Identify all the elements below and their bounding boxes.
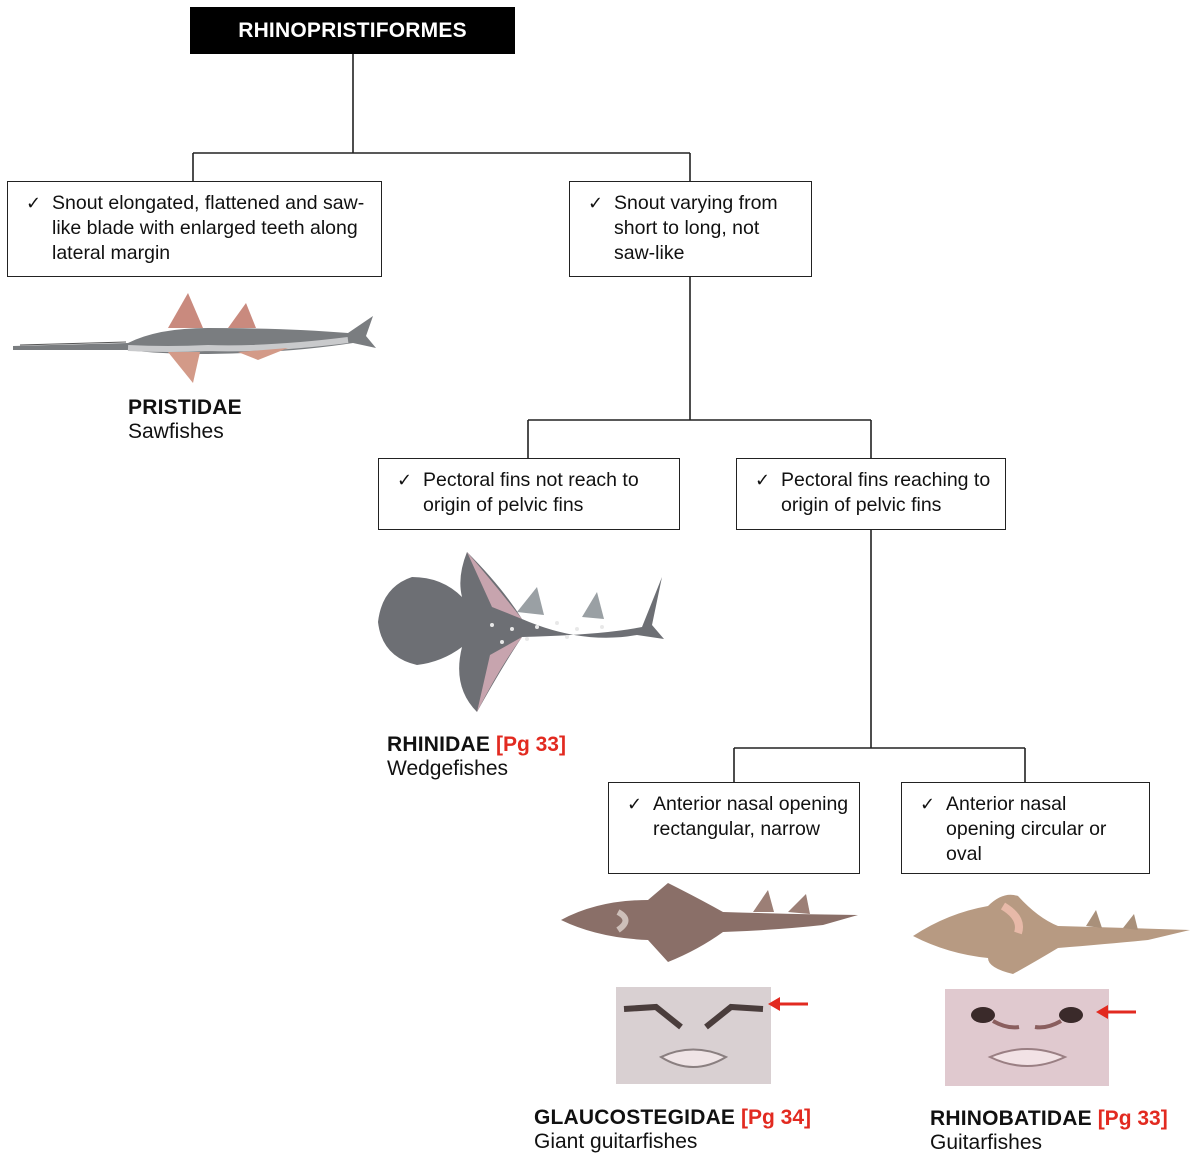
wedgefish-image xyxy=(378,552,664,712)
nasal-closeup-oval-image xyxy=(945,989,1109,1086)
criterion-not-saw: ✓ Snout varying from short to long, not … xyxy=(569,181,812,277)
page-reference-link[interactable]: [Pg 34] xyxy=(741,1106,812,1129)
arrow-left-icon xyxy=(768,997,808,1011)
arrow-left-icon xyxy=(1096,1005,1136,1019)
criterion-text: Pectoral fins not reach to origin of pel… xyxy=(423,469,639,516)
family-name: RHINIDAE xyxy=(387,733,491,756)
criterion-pectoral-reach: ✓ Pectoral fins reaching to origin of pe… xyxy=(736,458,1006,530)
sawfish-image xyxy=(13,293,376,383)
criterion-saw-snout: ✓ Snout elongated, flattened and saw-lik… xyxy=(7,181,382,277)
criterion-text: Anterior nasal opening circular or oval xyxy=(946,793,1107,865)
family-common-name: Guitarfishes xyxy=(930,1131,1043,1154)
check-icon: ✓ xyxy=(397,470,413,491)
criterion-pectoral-not-reach: ✓ Pectoral fins not reach to origin of p… xyxy=(378,458,680,530)
family-common-name: Wedgefishes xyxy=(387,757,509,780)
check-icon: ✓ xyxy=(26,193,42,214)
criterion-text: Snout elongated, flattened and saw-like … xyxy=(52,192,365,264)
giant-guitarfish-image xyxy=(561,883,858,962)
family-label-rhinidae: RHINIDAE [Pg 33] Wedgefishes xyxy=(387,733,566,781)
check-icon: ✓ xyxy=(755,470,771,491)
family-name: RHINOBATIDAE xyxy=(930,1107,1092,1130)
family-label-glaucostegidae: GLAUCOSTEGIDAE [Pg 34] Giant guitarfishe… xyxy=(534,1106,811,1154)
guitarfish-image xyxy=(913,894,1190,974)
check-icon: ✓ xyxy=(920,794,936,815)
page-reference-link[interactable]: [Pg 33] xyxy=(495,733,566,756)
page-reference-link[interactable]: [Pg 33] xyxy=(1097,1107,1168,1130)
criterion-nasal-rect: ✓ Anterior nasal opening rectangular, na… xyxy=(608,782,860,874)
criterion-text: Pectoral fins reaching to origin of pelv… xyxy=(781,469,991,516)
check-icon: ✓ xyxy=(627,794,643,815)
check-icon: ✓ xyxy=(588,193,604,214)
criterion-nasal-oval: ✓ Anterior nasal opening circular or ova… xyxy=(901,782,1150,874)
family-name: PRISTIDAE xyxy=(128,396,242,419)
family-name: GLAUCOSTEGIDAE xyxy=(534,1106,736,1129)
family-common-name: Giant guitarfishes xyxy=(534,1130,698,1153)
nasal-closeup-rect-image xyxy=(616,987,771,1084)
family-common-name: Sawfishes xyxy=(128,420,224,443)
family-label-rhinobatidae: RHINOBATIDAE [Pg 33] Guitarfishes xyxy=(930,1107,1168,1155)
root-order-title: RHINOPRISTIFORMES xyxy=(190,7,515,54)
criterion-text: Anterior nasal opening rectangular, narr… xyxy=(653,793,849,840)
criterion-text: Snout varying from short to long, not sa… xyxy=(614,192,778,264)
family-label-pristidae: PRISTIDAE Sawfishes xyxy=(128,396,242,444)
